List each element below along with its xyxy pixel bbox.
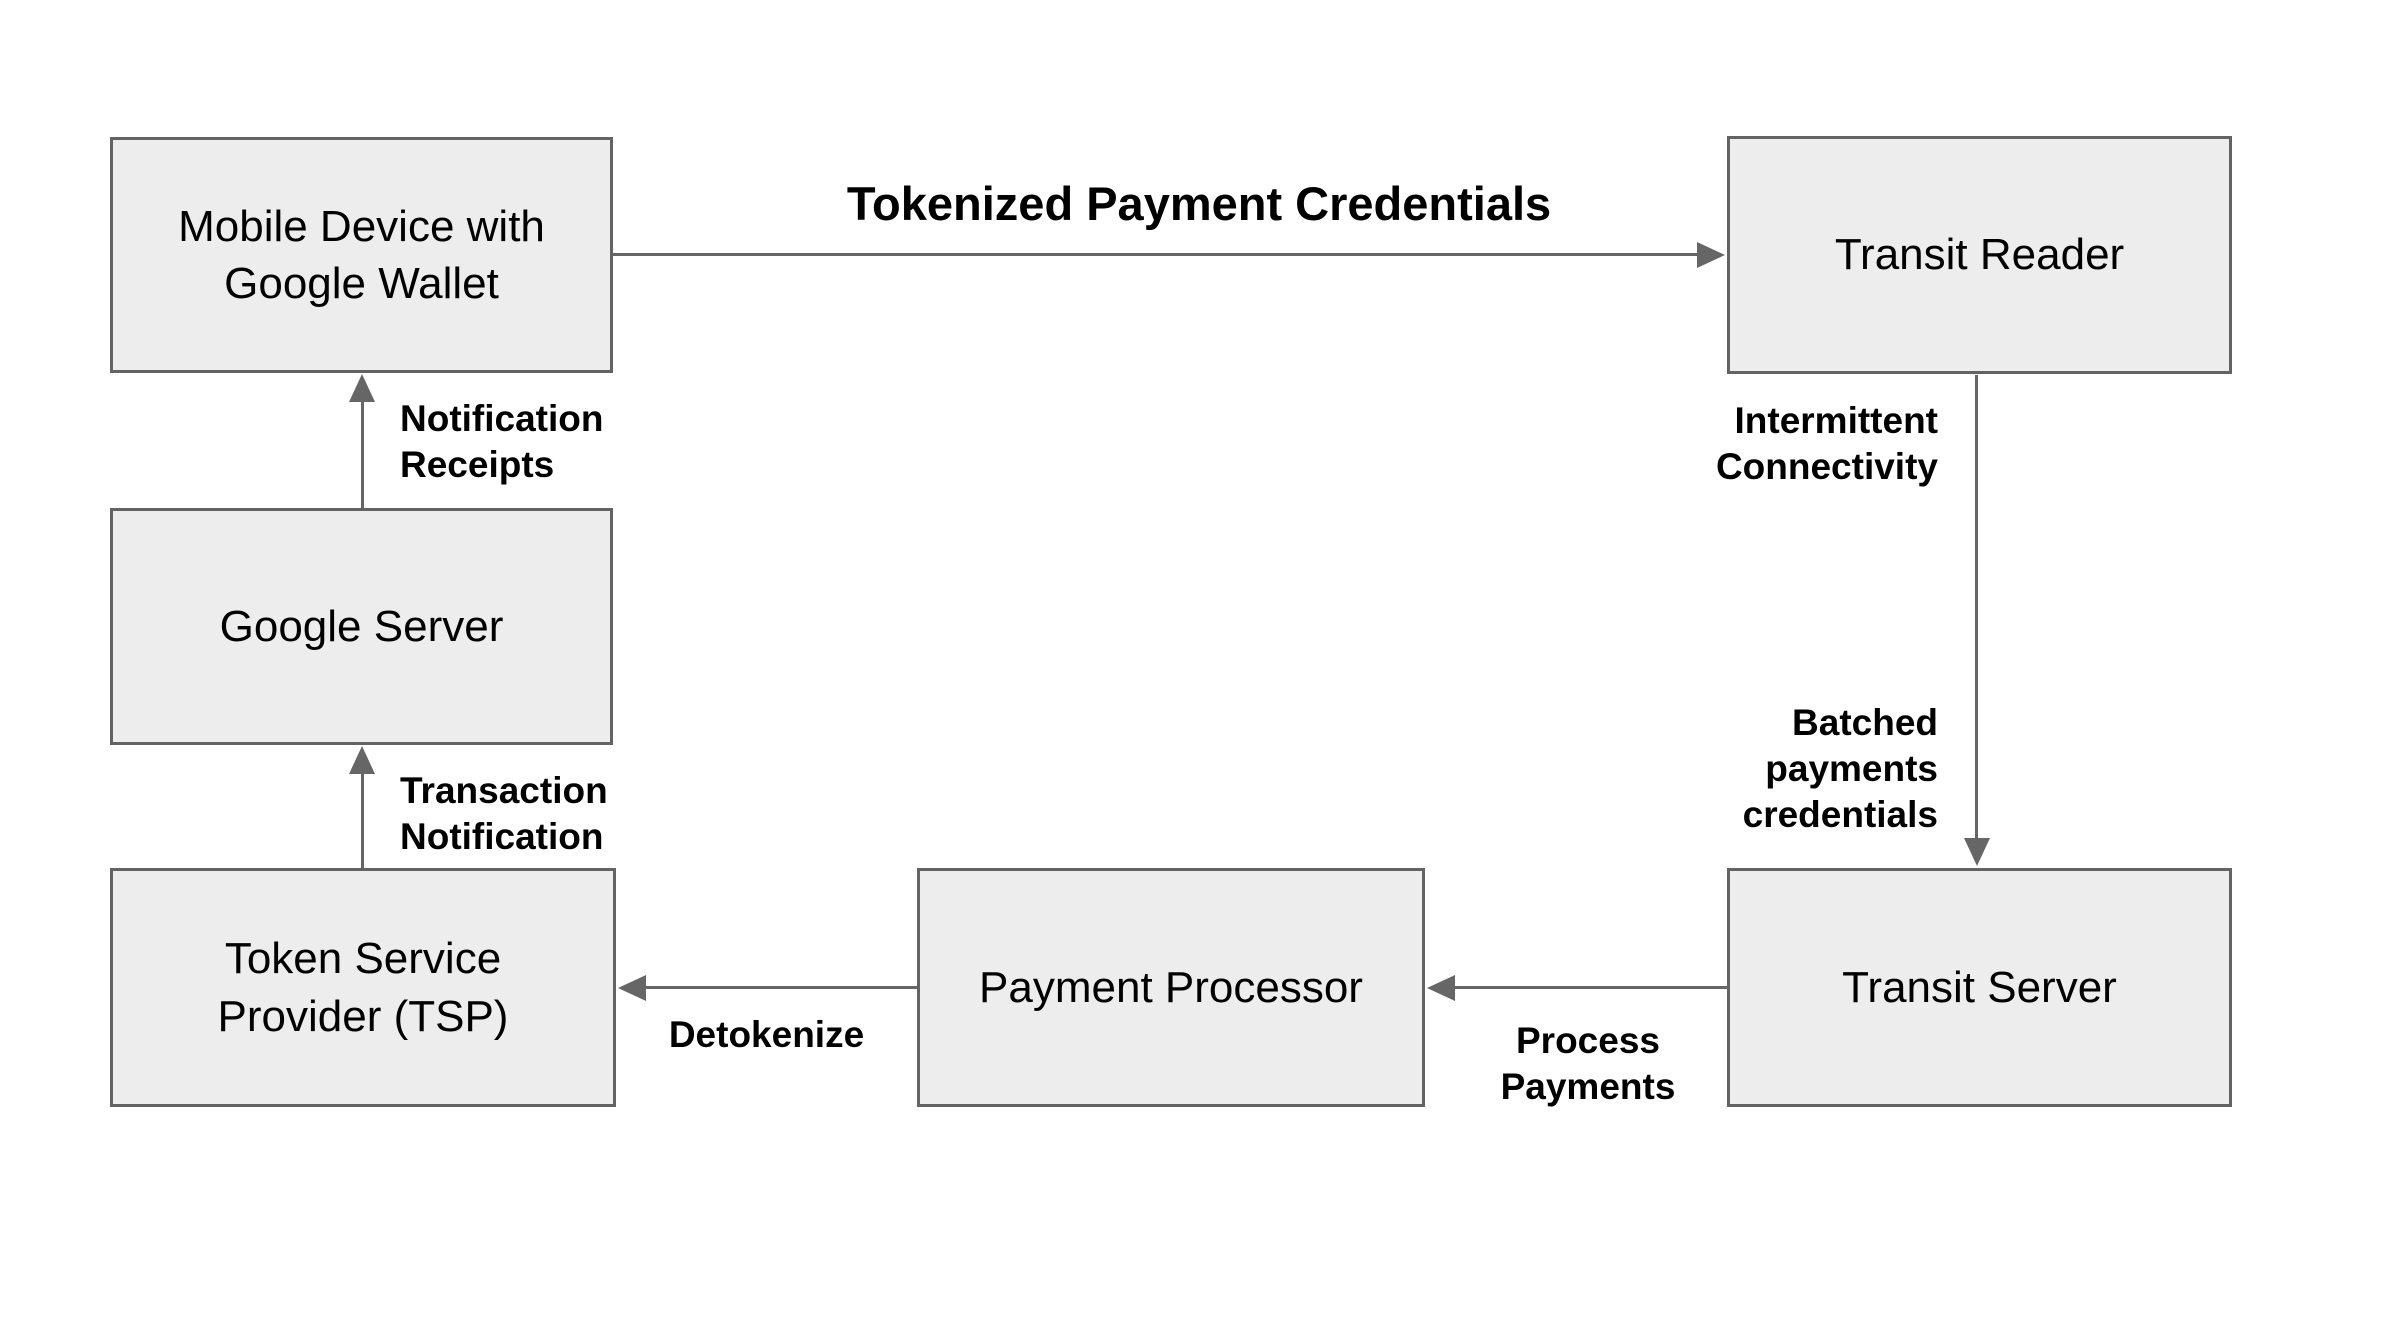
arrowhead-right-icon xyxy=(1697,242,1725,268)
node-token-service-provider: Token Service Provider (TSP) xyxy=(110,868,616,1107)
arrowhead-left-icon xyxy=(618,975,646,1001)
edge-label-transaction-notification: Transaction Notification xyxy=(400,770,608,857)
edge-label-tokenized-payment-credentials: Tokenized Payment Credentials xyxy=(846,177,1552,230)
edge-label-detokenize: Detokenize xyxy=(668,1014,865,1055)
edge-label-process-payments: Process Payments xyxy=(1500,1020,1676,1107)
arrowhead-left-icon xyxy=(1427,975,1455,1001)
arrowhead-up-icon xyxy=(349,374,375,402)
connector-tsp-to-google xyxy=(361,772,364,868)
connector-processor-to-tsp xyxy=(644,986,917,989)
node-transit-reader: Transit Reader xyxy=(1727,136,2232,374)
connector-reader-to-server xyxy=(1975,375,1978,840)
edge-label-notification-receipts: Notification Receipts xyxy=(400,398,604,485)
node-google-server: Google Server xyxy=(110,508,613,745)
connector-mobile-to-reader xyxy=(613,253,1699,256)
connector-server-to-processor xyxy=(1453,986,1727,989)
arrowhead-down-icon xyxy=(1964,838,1990,866)
connector-google-to-mobile xyxy=(361,400,364,508)
arrowhead-up-icon xyxy=(349,746,375,774)
node-transit-server: Transit Server xyxy=(1727,868,2232,1107)
node-mobile-device-google-wallet: Mobile Device with Google Wallet xyxy=(110,137,613,373)
edge-label-batched-payments-credentials: Batched payments credentials xyxy=(1742,702,1938,835)
node-payment-processor: Payment Processor xyxy=(917,868,1425,1107)
edge-label-intermittent-connectivity: Intermittent Connectivity xyxy=(1715,400,1938,487)
